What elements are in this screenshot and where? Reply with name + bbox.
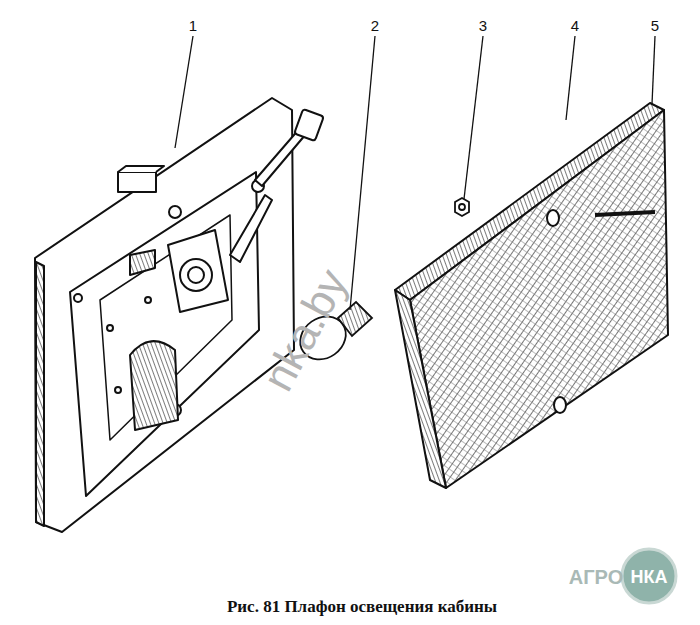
callout-number: 5 (651, 18, 659, 33)
housing (35, 98, 324, 532)
nut (455, 198, 469, 216)
callout-number: 4 (571, 18, 579, 33)
lens (395, 103, 668, 488)
callout-number: 3 (479, 18, 487, 33)
logo-circle (622, 549, 676, 603)
caption: Рис. 81 Плафон освещения кабины (227, 598, 497, 615)
logo-text: АГРО (569, 567, 623, 587)
callout-number: 1 (189, 18, 197, 33)
leader-lines (175, 36, 655, 310)
callout-number: 2 (371, 18, 379, 33)
logo-text: НКА (631, 568, 668, 586)
